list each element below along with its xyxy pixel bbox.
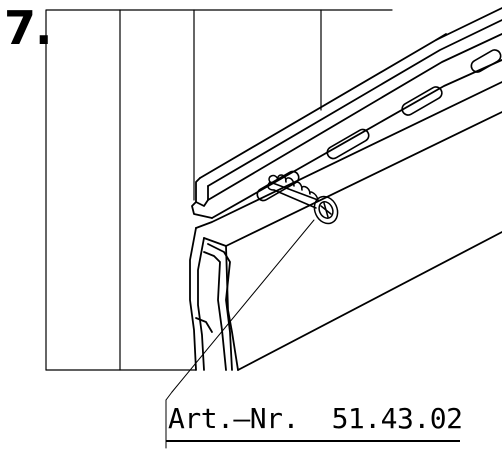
rail-slots <box>256 49 502 202</box>
screw <box>267 174 339 225</box>
article-number-label: Art.–Nr. 51.43.02 <box>168 402 463 435</box>
mounting-rail <box>191 7 502 219</box>
wall-panel <box>45 9 393 371</box>
step-number: 7. <box>4 1 52 55</box>
article-number-underline <box>166 440 460 442</box>
siding-panel <box>189 81 502 371</box>
